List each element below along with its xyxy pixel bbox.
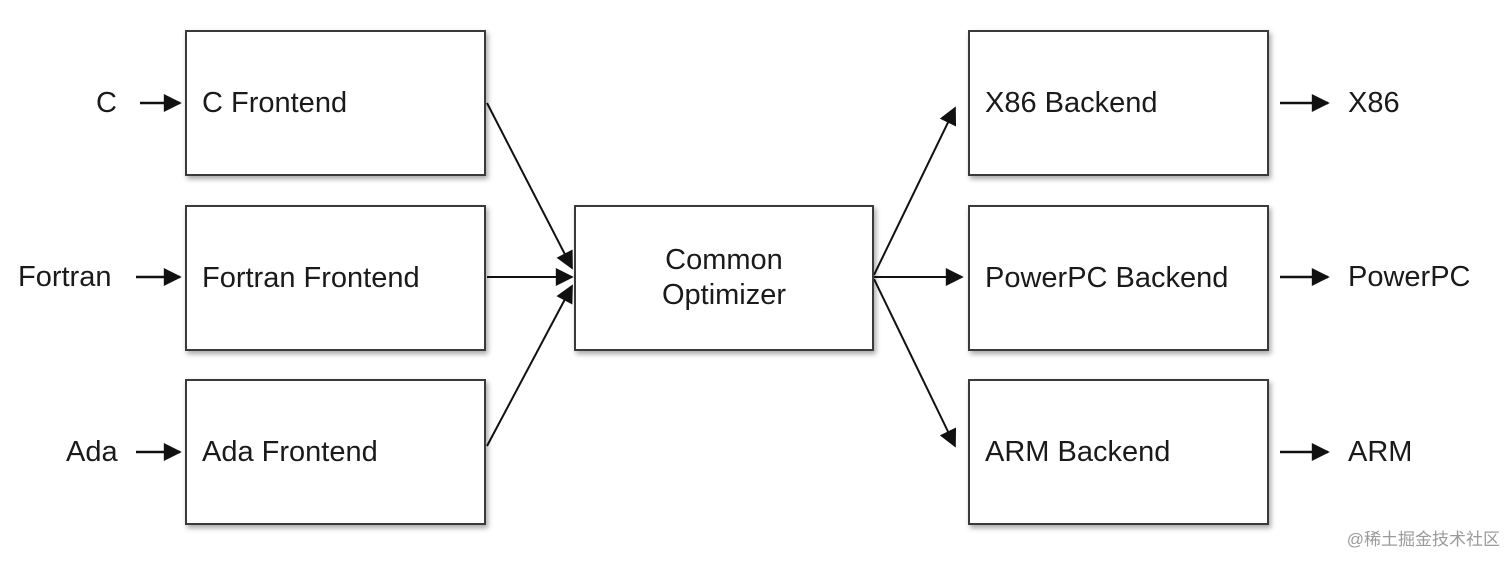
fortran-frontend-box: Fortran Frontend bbox=[185, 205, 486, 351]
output-label-powerpc: PowerPC bbox=[1348, 261, 1471, 293]
x86-backend-label: X86 Backend bbox=[985, 86, 1158, 119]
input-label-fortran: Fortran bbox=[18, 261, 112, 293]
input-label-c: C bbox=[96, 87, 117, 119]
ada-frontend-box: Ada Frontend bbox=[185, 379, 486, 525]
arm-backend-box: ARM Backend bbox=[968, 379, 1269, 525]
arrow-optimizer-to-arm bbox=[873, 278, 957, 448]
input-label-ada: Ada bbox=[66, 436, 118, 468]
arrow-optimizer-to-x86 bbox=[873, 106, 957, 276]
fortran-frontend-label: Fortran Frontend bbox=[202, 261, 420, 294]
arrow-ada-frontend-to-optimizer bbox=[486, 284, 573, 447]
c-frontend-label: C Frontend bbox=[202, 86, 348, 119]
powerpc-backend-box: PowerPC Backend bbox=[968, 205, 1269, 351]
ada-frontend-label: Ada Frontend bbox=[202, 435, 378, 468]
optimizer-label-line2: Optimizer bbox=[661, 279, 787, 311]
powerpc-backend-label: PowerPC Backend bbox=[985, 261, 1229, 294]
output-label-x86: X86 bbox=[1348, 87, 1400, 119]
optimizer-label-line1: Common bbox=[665, 244, 783, 277]
arrow-c-frontend-to-optimizer bbox=[486, 102, 573, 270]
output-label-arm: ARM bbox=[1348, 436, 1413, 468]
common-optimizer-box: Common Optimizer bbox=[574, 205, 874, 351]
arm-backend-label: ARM Backend bbox=[985, 435, 1171, 468]
c-frontend-box: C Frontend bbox=[185, 30, 486, 176]
x86-backend-box: X86 Backend bbox=[968, 30, 1269, 176]
watermark-text: @稀土掘金技术社区 bbox=[1346, 530, 1500, 549]
